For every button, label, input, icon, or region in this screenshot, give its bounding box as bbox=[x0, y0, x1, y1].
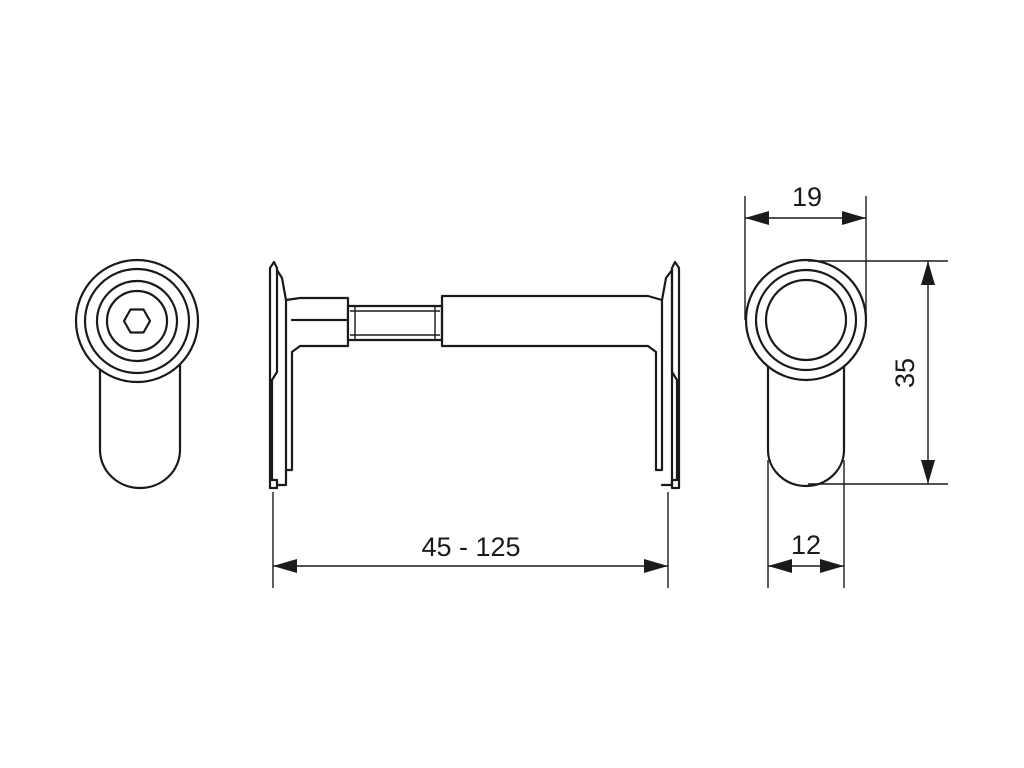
front-view-middle-ring bbox=[83, 267, 191, 375]
back-view-outer-ring bbox=[744, 258, 868, 382]
left-flange-plate bbox=[268, 260, 279, 490]
dimension-12-label: 12 bbox=[791, 530, 821, 560]
hex-socket-icon bbox=[122, 308, 152, 334]
front-view-outer-ring bbox=[74, 258, 200, 384]
dimension-height: 35 bbox=[808, 260, 948, 485]
right-flange-collar bbox=[660, 268, 674, 487]
left-flange-collar bbox=[275, 268, 288, 487]
front-view-socket-ring bbox=[105, 289, 169, 353]
front-view-inner-ring bbox=[95, 279, 179, 363]
arrow-19-left-icon bbox=[745, 211, 769, 225]
front-view-body bbox=[98, 348, 182, 490]
left-body-neck bbox=[284, 296, 350, 472]
right-body bbox=[440, 294, 664, 472]
side-view-cylinder bbox=[268, 260, 681, 490]
arrow-12-right-icon bbox=[820, 559, 844, 573]
arrow-35-bottom-icon bbox=[921, 460, 935, 484]
arrow-right-icon bbox=[644, 559, 668, 573]
right-flange-plate bbox=[670, 260, 681, 490]
back-view-inner-ring bbox=[764, 278, 848, 362]
back-view-cylinder bbox=[744, 258, 868, 488]
back-view-body bbox=[766, 358, 846, 488]
arrow-19-right-icon bbox=[842, 211, 866, 225]
dimension-19-label: 19 bbox=[792, 182, 822, 212]
dimension-35-label: 35 bbox=[890, 358, 920, 388]
dimension-width-top: 19 bbox=[744, 182, 867, 320]
dimension-length-label: 45 - 125 bbox=[421, 532, 520, 562]
arrow-35-top-icon bbox=[921, 261, 935, 285]
arrow-12-left-icon bbox=[768, 559, 792, 573]
back-view-middle-ring bbox=[754, 268, 858, 372]
dimension-width-bottom: 12 bbox=[767, 460, 845, 588]
dimension-length: 45 - 125 bbox=[272, 492, 669, 588]
front-view-cylinder bbox=[74, 258, 200, 490]
arrow-left-icon bbox=[273, 559, 297, 573]
